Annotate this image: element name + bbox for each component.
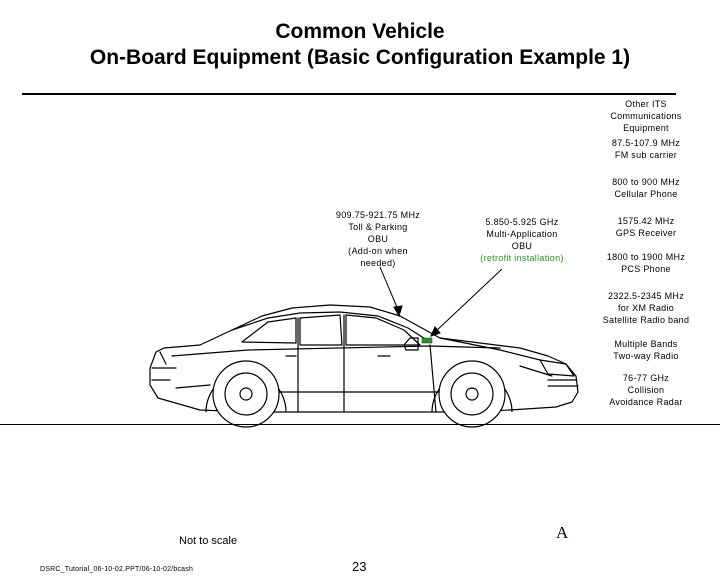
two-way-radio-label: Multiple Bands Two-way Radio: [613, 339, 679, 361]
multi-application-obu-device: [421, 337, 433, 344]
rear-window: [241, 317, 297, 344]
multi-app-obu-arrow: [433, 268, 503, 334]
middle-window: [299, 314, 343, 346]
fm-subcarrier-label: 87.5-107.9 MHz FM sub carrier: [611, 138, 681, 160]
side-mirror: [403, 337, 419, 351]
footer-file-reference: DSRC_Tutorial_06-10-02.PPT/06-10-02/bcas…: [40, 566, 194, 573]
rear-wheel: [205, 360, 287, 428]
not-to-scale-note: Not to scale: [179, 535, 238, 547]
xm-radio-label: 2322.5-2345 MHz for XM Radio Satellite R…: [602, 291, 690, 325]
slide-title-line2: On-Board Equipment (Basic Configuration …: [89, 46, 631, 69]
multi-application-obu-label: 5.850-5.925 GHz Multi-Application OBU (r…: [462, 216, 582, 264]
slide-title-line1: Common Vehicle: [275, 20, 445, 43]
cellular-phone-label: 800 to 900 MHz Cellular Phone: [612, 177, 680, 199]
front-wheel: [431, 360, 513, 428]
front-window: [345, 314, 421, 346]
retrofit-installation-note: (retrofit installation): [480, 253, 564, 263]
toll-obu-arrow: [379, 266, 400, 313]
other-its-label: Other ITS Communications Equipment: [610, 99, 682, 133]
gps-receiver-label: 1575.42 MHz GPS Receiver: [615, 216, 677, 238]
collision-radar-label: 76-77 GHz Collision Avoidance Radar: [609, 373, 683, 407]
toll-parking-obu-label: 909.75-921.75 MHz Toll & Parking OBU (Ad…: [335, 210, 421, 268]
pcs-phone-label: 1800 to 1900 MHz PCS Phone: [606, 252, 686, 274]
page-number: 23: [352, 559, 367, 574]
car-body-outline: [149, 304, 579, 413]
slide-mark: A: [556, 523, 569, 542]
title-divider: [22, 93, 676, 95]
ground-line: [0, 424, 720, 425]
